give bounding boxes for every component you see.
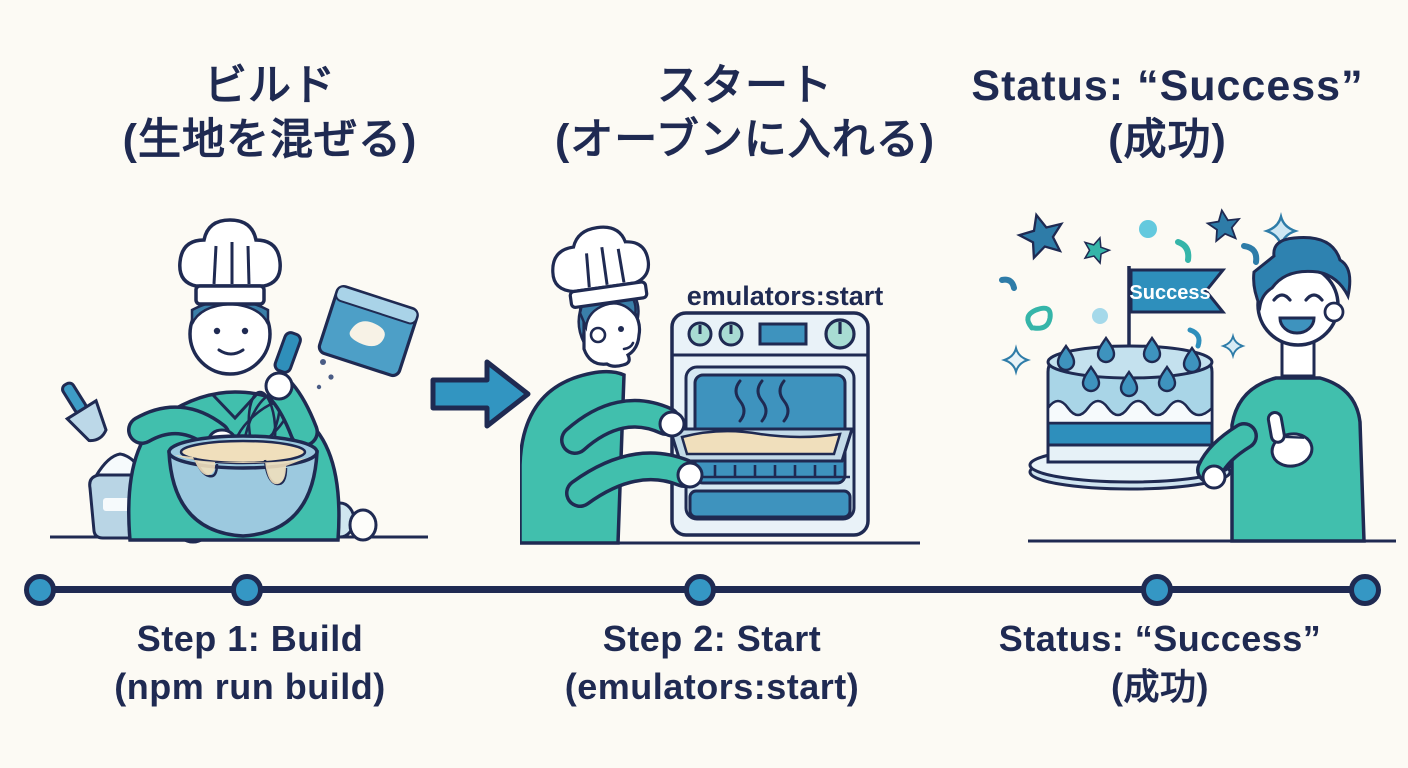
- step1-label: Step 1: Build (npm run build): [40, 615, 460, 711]
- timeline-dot: [24, 574, 56, 606]
- baking-tray: [667, 427, 855, 463]
- header-build-subtitle: (生地を混ぜる): [122, 115, 418, 164]
- oven-knob-large: [824, 318, 856, 350]
- success-flag: Success: [1127, 266, 1227, 365]
- header-build: ビルド (生地を混ぜる): [45, 60, 495, 168]
- oven-knob: [718, 321, 744, 347]
- thumbs-up-icon: [1266, 411, 1314, 468]
- sparkle-icon: [1003, 347, 1029, 373]
- header-success: Status: “Success” (成功): [945, 60, 1390, 168]
- timeline-dot: [1349, 574, 1381, 606]
- oven-knob: [687, 321, 713, 347]
- oven-rack: [700, 465, 850, 479]
- step1-line1: Step 1: Build: [136, 618, 364, 659]
- header-start: スタート (オーブンに入れる): [520, 60, 970, 168]
- header-start-subtitle: (オーブンに入れる): [554, 115, 936, 164]
- timeline-dot: [1141, 574, 1173, 606]
- celebration-illustration: Success: [999, 207, 1396, 543]
- chef-mixing-illustration: [50, 218, 428, 544]
- man-ear: [1323, 301, 1345, 323]
- header-start-title: スタート: [657, 62, 833, 110]
- step3-line1: Status: “Success”: [998, 618, 1322, 659]
- step3-line2: (成功): [1111, 665, 1209, 707]
- confetti: [999, 207, 1297, 373]
- chef-head: [188, 292, 272, 376]
- chef-oven-illustration: emulators:start: [520, 225, 920, 545]
- step2-line2: (emulators:start): [564, 665, 860, 707]
- cake: [1028, 336, 1232, 491]
- oven-command-label: emulators:start: [687, 281, 884, 311]
- man-smile: [1278, 316, 1316, 335]
- chef-profile: [520, 225, 704, 545]
- chef-hat-icon: [178, 218, 282, 306]
- steam-icon: [734, 379, 790, 423]
- chef-ear: [589, 326, 607, 344]
- flour-scoop-icon: [61, 381, 108, 443]
- oven-drawer: [688, 489, 852, 519]
- header-success-subtitle: (成功): [1108, 115, 1227, 164]
- timeline-dot: [684, 574, 716, 606]
- arrow-right-icon: [430, 359, 531, 429]
- chef-hat-icon: [551, 225, 651, 309]
- streamer-icon: [1025, 305, 1053, 331]
- timeline-dot: [231, 574, 263, 606]
- step2-line1: Step 2: Start: [602, 618, 822, 659]
- hand-under-plate: [1201, 464, 1227, 490]
- step3-label: Status: “Success” (成功): [950, 615, 1370, 711]
- step2-label: Step 2: Start (emulators:start): [502, 615, 922, 711]
- oven: [670, 311, 870, 537]
- step1-line2: (npm run build): [114, 665, 386, 707]
- oven-display: [758, 322, 808, 346]
- mixing-bowl: [167, 434, 319, 538]
- header-success-title: Status: “Success”: [971, 62, 1364, 110]
- flour-packet-icon: [316, 285, 419, 390]
- flag-label: Success: [1129, 282, 1210, 304]
- man-hair: [1252, 235, 1352, 312]
- chef-right-arm: [264, 371, 319, 447]
- happy-man: [1196, 235, 1366, 543]
- sparkle-icon: [1222, 335, 1244, 357]
- header-build-title: ビルド: [204, 62, 336, 110]
